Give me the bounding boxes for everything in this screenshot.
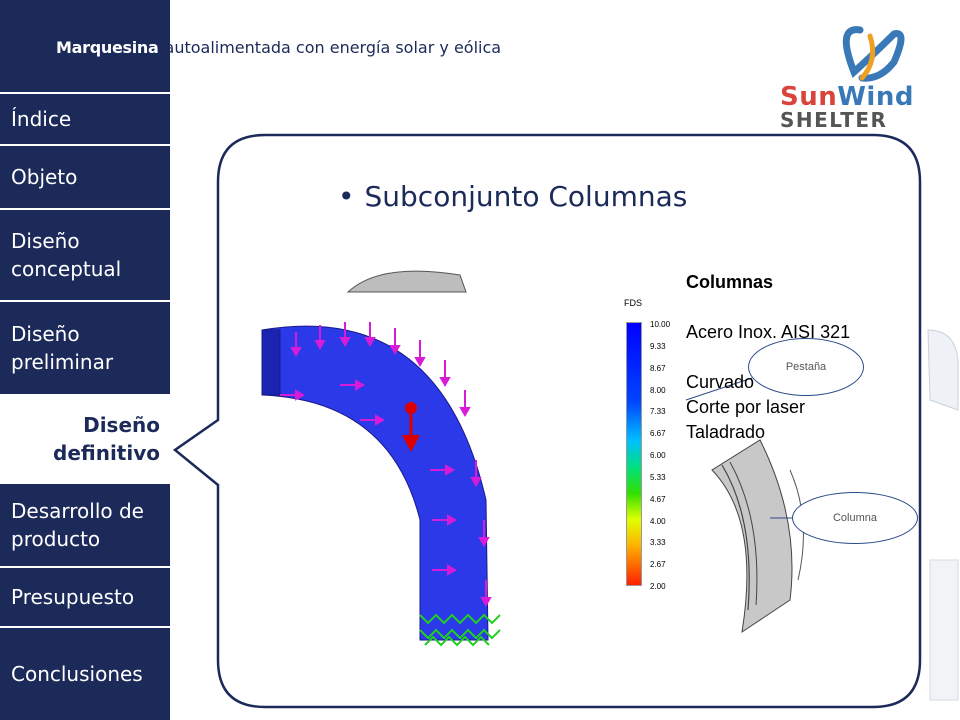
label-columna: Columna bbox=[792, 492, 918, 544]
logo-shelter-text: SHELTER bbox=[780, 108, 888, 132]
nav-item-label: Objeto bbox=[11, 165, 78, 189]
page-header: Marquesina autoalimentada con energía sol… bbox=[56, 38, 501, 57]
load-arrows bbox=[280, 322, 492, 608]
nav-item-indice[interactable]: Índice bbox=[0, 94, 170, 144]
nav-item-desarrollo-producto[interactable]: Desarrollo de producto bbox=[0, 484, 170, 566]
nav-item-objeto[interactable]: Objeto bbox=[0, 146, 170, 208]
fds-tick-label: 6.67 bbox=[650, 429, 666, 439]
nav-item-label: Desarrollo de producto bbox=[11, 499, 144, 551]
nav-item-label: Diseño preliminar bbox=[11, 322, 114, 374]
grey-column-back bbox=[346, 270, 467, 293]
spec-process-item: Taladrado bbox=[686, 422, 766, 442]
logo-sunwind-text: SunWind bbox=[780, 82, 914, 112]
slide-title-text: Subconjunto Columnas bbox=[364, 180, 688, 213]
fds-tick-label: 2.67 bbox=[650, 560, 666, 570]
header-bold-title: Marquesina bbox=[56, 38, 159, 57]
nav-item-conclusiones[interactable]: Conclusiones bbox=[0, 628, 170, 720]
nav-item-diseno-preliminar[interactable]: Diseño preliminar bbox=[0, 302, 170, 394]
nav-item-label: Diseño conceptual bbox=[11, 229, 122, 281]
fixtures bbox=[419, 613, 501, 647]
fds-tick-label: 2.00 bbox=[650, 582, 666, 591]
label-pestana: Pestaña bbox=[748, 338, 864, 396]
nav-item-label: Diseño definitivo bbox=[53, 413, 160, 465]
nav-item-diseno-definitivo[interactable]: Diseño definitivo bbox=[0, 396, 170, 482]
spec-process-item: Curvado bbox=[686, 372, 755, 392]
nav-item-label: Conclusiones bbox=[11, 662, 143, 686]
nav-item-diseno-conceptual[interactable]: Diseño conceptual bbox=[0, 210, 170, 300]
header-subtitle: autoalimentada con energía solar y eólic… bbox=[164, 38, 502, 57]
slide-title: • Subconjunto Columnas bbox=[338, 180, 687, 213]
fds-color-bar bbox=[626, 322, 642, 586]
nav-item-label: Índice bbox=[11, 107, 72, 131]
fds-legend-title: FDS bbox=[624, 298, 642, 308]
fds-tick-label: 4.67 bbox=[650, 494, 666, 504]
sunwind-logo: SunWind SHELTER bbox=[776, 22, 916, 132]
column-model bbox=[711, 439, 804, 634]
fds-tick-label: 3.33 bbox=[650, 538, 666, 548]
title-bullet: • bbox=[338, 180, 355, 213]
fds-tick-label: 8.00 bbox=[650, 385, 666, 395]
nav-item-label: Presupuesto bbox=[11, 585, 135, 609]
fds-tick-label: 5.33 bbox=[650, 472, 666, 482]
nav-item-presupuesto[interactable]: Presupuesto bbox=[0, 568, 170, 626]
spec-process-item: Corte por laser bbox=[686, 397, 806, 417]
fds-tick-label: 9.33 bbox=[650, 341, 666, 351]
sidebar-header-block bbox=[0, 0, 170, 92]
fem-beam bbox=[261, 325, 489, 641]
fds-tick-label: 8.67 bbox=[650, 363, 666, 373]
spec-text: Columnas Acero Inox. AISI 321 Curvado Co… bbox=[686, 270, 850, 445]
spec-material: Acero Inox. AISI 321 bbox=[686, 322, 851, 342]
sidebar-nav: Índice Objeto Diseño conceptual Diseño p… bbox=[0, 0, 172, 720]
logo-butterfly-icon bbox=[842, 26, 905, 82]
spec-heading: Columnas bbox=[686, 272, 774, 292]
fds-tick-label: 4.00 bbox=[650, 516, 666, 526]
fds-tick-label: 7.33 bbox=[650, 407, 666, 417]
fds-tick-label: 10.00 bbox=[650, 320, 671, 329]
fds-tick-label: 6.00 bbox=[650, 451, 666, 460]
